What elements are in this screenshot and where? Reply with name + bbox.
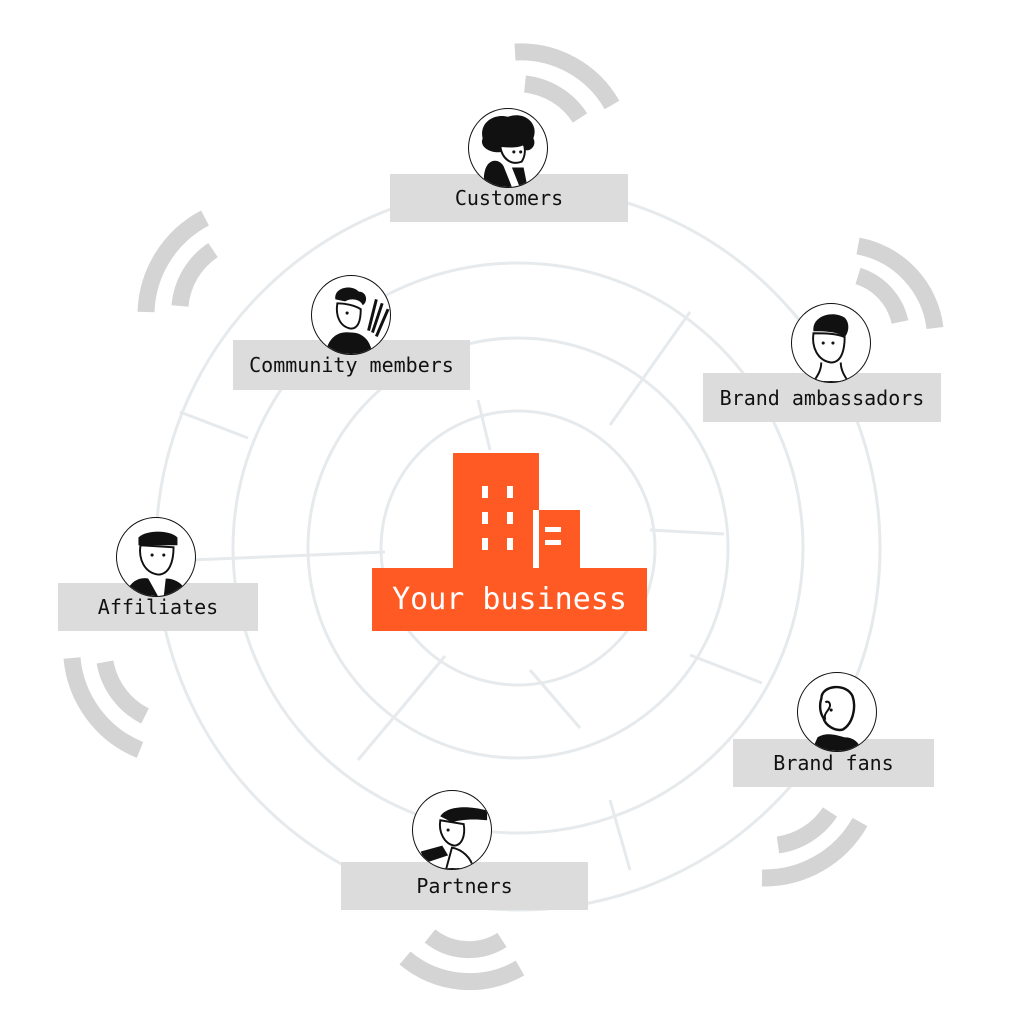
signal-wave-icon <box>776 807 838 854</box>
person-cap-icon <box>116 517 196 597</box>
person-short-hair-icon <box>791 303 871 383</box>
divider <box>179 410 249 440</box>
building-tall <box>453 453 539 571</box>
person-hat-icon <box>412 790 492 870</box>
signal-wave-icon <box>96 660 150 724</box>
signal-waves <box>63 43 944 991</box>
building-icon <box>372 453 647 631</box>
person-curly-hair-icon <box>468 108 548 188</box>
signal-wave-icon <box>399 951 525 991</box>
divider <box>398 655 447 711</box>
signal-wave-icon <box>63 657 144 758</box>
signal-wave-icon <box>514 43 620 110</box>
signal-wave-icon <box>137 210 210 313</box>
divider <box>189 550 386 562</box>
ring-inner <box>379 409 657 687</box>
signal-wave-icon <box>424 929 507 959</box>
center-label-bg <box>372 568 647 631</box>
divider <box>356 709 402 761</box>
ring-3 <box>306 336 730 760</box>
signal-wave-icon <box>523 75 588 123</box>
node-label-customers: Customers <box>390 174 628 222</box>
ring-2 <box>231 261 805 835</box>
divider <box>649 528 725 536</box>
center-business-label: Your business <box>392 582 627 617</box>
person-waving-icon <box>311 275 391 355</box>
divider <box>608 799 632 871</box>
divider <box>689 653 763 685</box>
signal-wave-icon <box>856 237 944 330</box>
person-bald-icon <box>797 672 877 752</box>
signal-wave-icon <box>855 267 909 325</box>
divider <box>528 669 582 729</box>
divider <box>476 399 492 451</box>
node-label-partners: Partners <box>341 862 588 910</box>
node-label-affiliates: Affiliates <box>58 583 258 631</box>
signal-wave-icon <box>761 817 868 887</box>
divider <box>608 311 692 426</box>
signal-wave-icon <box>171 242 218 308</box>
